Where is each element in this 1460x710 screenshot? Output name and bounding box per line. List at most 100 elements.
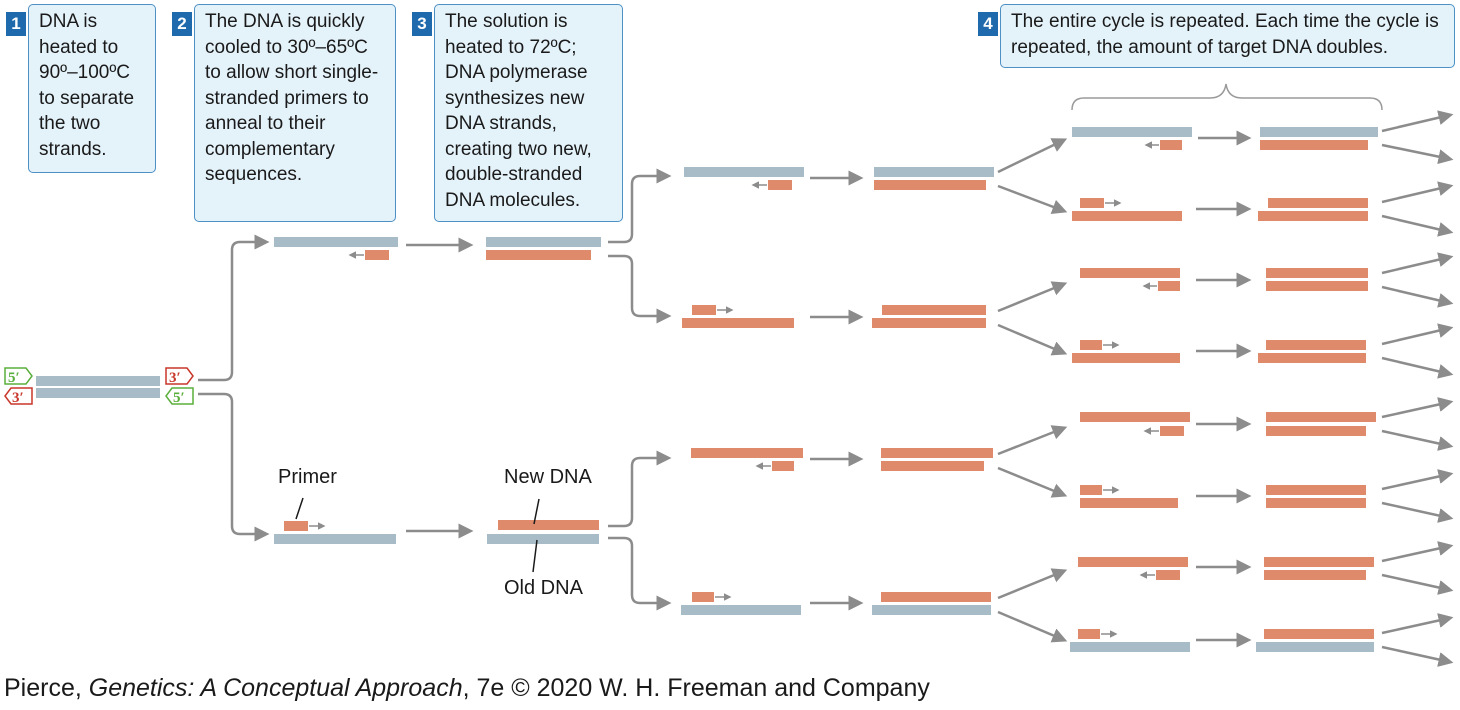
new-dna-strand	[1264, 557, 1374, 567]
annealed-molecule	[684, 167, 804, 190]
old-dna-strand	[872, 605, 991, 615]
caption-publisher: , 7e © 2020 W. H. Freeman and Company	[462, 674, 930, 702]
final-diverging-arrows	[1381, 110, 1454, 667]
primer	[1080, 485, 1102, 495]
new-dna-strand	[882, 305, 986, 315]
new-dna-strand	[1268, 198, 1368, 208]
new-dna-strand	[1258, 353, 1366, 363]
cycle-three-double-stranded	[1256, 127, 1378, 652]
old-dna-strand	[684, 167, 804, 177]
old-dna-strand	[487, 534, 599, 544]
step-1-number: 1	[6, 12, 26, 36]
old-dna-strand	[486, 237, 601, 247]
step-1-text: DNA is heated to 90º–100ºC to separate t…	[39, 11, 135, 160]
new-dna-strand	[1072, 211, 1182, 221]
diverging-arrows	[997, 138, 1068, 643]
step-3-text: The solution is heated to 72ºC; DNA poly…	[445, 11, 592, 211]
five-prime-label: 5′	[173, 390, 185, 406]
new-dna-strand	[691, 448, 803, 458]
old-dna-strand	[1260, 127, 1378, 137]
new-dna-strand	[1258, 211, 1368, 221]
old-dna-strand	[1070, 642, 1190, 652]
primer	[772, 461, 794, 471]
new-dna-label: New DNA	[504, 466, 592, 488]
new-dna-strand	[1264, 629, 1374, 639]
double-stranded-molecule	[486, 237, 601, 260]
old-dna-strand	[274, 534, 396, 544]
primer	[692, 305, 716, 315]
old-dna-strand	[1072, 127, 1192, 137]
step-4-number: 4	[978, 12, 998, 36]
new-dna-strand	[1266, 268, 1368, 278]
annealed-molecule	[274, 521, 396, 544]
new-dna-strand	[1080, 498, 1178, 508]
old-dna-strand	[681, 605, 801, 615]
old-dna-strand	[274, 237, 398, 247]
double-stranded-molecule	[881, 448, 993, 471]
new-dna-pointer	[533, 498, 540, 525]
new-dna-strand	[872, 318, 986, 328]
old-dna-strand	[1256, 642, 1374, 652]
process-arrows	[1196, 130, 1252, 648]
double-stranded-molecule	[874, 167, 994, 190]
five-prime-label: 5′	[8, 370, 20, 386]
three-prime-label: 3′	[169, 370, 181, 386]
step-1-box: DNA is heated to 90º–100ºC to separate t…	[28, 4, 156, 173]
new-dna-strand	[498, 520, 599, 530]
new-dna-strand	[1078, 557, 1188, 567]
new-dna-strand	[874, 180, 986, 190]
new-dna-strand	[881, 448, 993, 458]
new-dna-strand	[1266, 426, 1366, 436]
three-prime-end-tag: 3′	[165, 367, 194, 386]
new-dna-strand	[1260, 140, 1368, 150]
branch-arrow	[198, 234, 270, 382]
five-prime-end-tag: 5′	[4, 367, 33, 386]
primer-pointer	[295, 497, 304, 520]
caption-book-title: Genetics: A Conceptual Approach	[88, 674, 463, 702]
initial-dna	[36, 376, 160, 398]
primer	[768, 180, 792, 190]
branch-arrow	[608, 254, 672, 324]
primer	[1078, 629, 1100, 639]
five-prime-end-tag: 5′	[165, 387, 194, 406]
double-stranded-molecule	[872, 305, 986, 328]
old-dna-strand	[874, 167, 994, 177]
old-dna-strand	[36, 388, 160, 398]
old-dna-pointer	[532, 539, 538, 573]
step-4-text: The entire cycle is repeated. Each time …	[1011, 11, 1439, 58]
primer	[1156, 570, 1180, 580]
annealed-molecule	[691, 448, 803, 471]
primer	[1080, 198, 1104, 208]
caption-author: Pierce,	[4, 674, 89, 702]
old-dna-label: Old DNA	[504, 577, 583, 599]
annealed-molecule	[274, 237, 398, 260]
primer	[692, 592, 714, 602]
new-dna-strand	[1266, 498, 1366, 508]
cycle-three-annealed	[1070, 127, 1192, 652]
three-prime-label: 3′	[12, 390, 24, 406]
step-3-box: The solution is heated to 72ºC; DNA poly…	[434, 4, 623, 222]
new-dna-strand	[1266, 412, 1376, 422]
step-2-box: The DNA is quickly cooled to 30º–65ºC to…	[194, 4, 396, 222]
branch-arrow	[608, 168, 672, 244]
new-dna-strand	[1072, 353, 1180, 363]
cycle-brace	[1071, 83, 1383, 111]
step-2-number: 2	[172, 12, 192, 36]
step-4-box: The entire cycle is repeated. Each time …	[1000, 4, 1455, 68]
new-dna-strand	[1266, 281, 1368, 291]
primer	[1080, 340, 1102, 350]
primer-label: Primer	[278, 466, 337, 488]
primer	[284, 521, 308, 531]
figure-caption: Pierce, Genetics: A Conceptual Approach,…	[4, 674, 930, 703]
new-dna-strand	[1266, 340, 1366, 350]
double-stranded-molecule	[872, 592, 991, 615]
old-dna-strand	[36, 376, 160, 386]
new-dna-strand	[881, 592, 991, 602]
primer	[1160, 140, 1182, 150]
branch-arrow	[198, 392, 270, 542]
primer	[365, 250, 389, 260]
new-dna-strand	[1266, 485, 1366, 495]
primer	[1158, 281, 1180, 291]
branch-arrow	[608, 536, 672, 611]
